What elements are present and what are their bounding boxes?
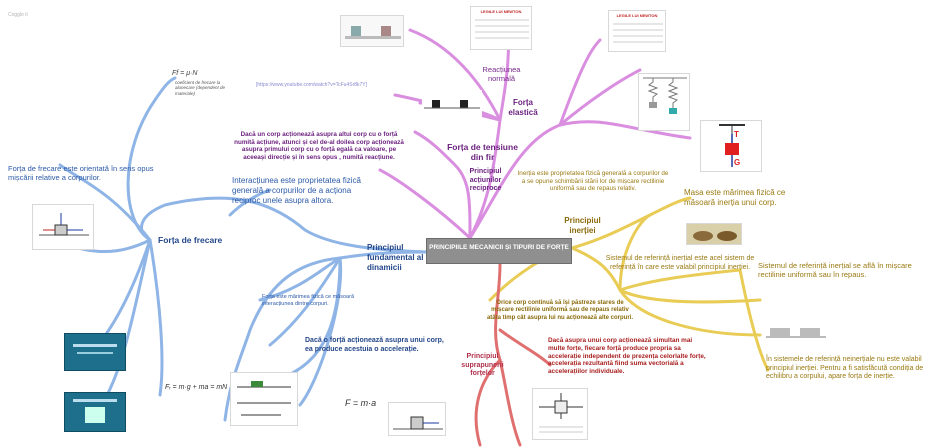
image-legile-sketch-icon (475, 19, 529, 39)
node-suprapunere[interactable]: Principiul suprapunerii forțelor (461, 353, 504, 378)
label-tension-t: T (734, 130, 739, 139)
image-legile-sketch-icon (613, 23, 663, 43)
image-forta-elastica[interactable] (638, 73, 690, 131)
image-forte-bloc[interactable] (388, 402, 446, 436)
block-on-surface-icon (424, 100, 480, 109)
node-principiul-inertiei[interactable]: Principiul inerției (564, 216, 601, 235)
force-superposition-icon (539, 393, 583, 433)
def-masa[interactable]: Masa este mărimea fizică ce măsoară iner… (684, 188, 786, 207)
image-legile-newton-2[interactable]: LEGILE LUI NEWTON (608, 10, 666, 52)
image-sistem-referinta[interactable] (766, 320, 826, 342)
node-forta-frecare[interactable]: Forța de frecare (158, 235, 223, 245)
node-principiul-fundamental[interactable]: Principiul fundamental al dinamicii (367, 243, 424, 272)
tension-diagram-icon (719, 124, 745, 167)
frecare-desc[interactable]: Forța de frecare este orientată în sens … (8, 164, 154, 183)
inertie-statement[interactable]: Orice corp continuă să își păstreze star… (486, 300, 634, 321)
image-frecare-diagram[interactable] (32, 204, 94, 250)
sr-neinertial[interactable]: În sistemele de referință neinerțiale nu… (766, 356, 924, 381)
coggle-tag[interactable]: Coggle it (8, 12, 28, 18)
node-reactiunea-normala[interactable]: Reacțiunea normală (482, 65, 521, 84)
image-fundamental-diagram[interactable] (230, 372, 298, 426)
legile-title-1: LEGILE LUI NEWTON (480, 9, 522, 14)
image-tensiune-fir[interactable]: T G (700, 120, 762, 172)
actiune-statement[interactable]: Dacă un corp acționează asupra altui cor… (234, 131, 404, 162)
sr-repaus[interactable]: Sistemul de referință inerțial se află î… (758, 261, 912, 280)
train-wagon-icon (766, 328, 826, 338)
image-masa-inertie[interactable] (686, 223, 742, 245)
node-actiuni-reciproce[interactable]: Principiul acțiunilor reciproce (469, 168, 502, 193)
formula-fr: Fᵣ = m·g + ma = mN (165, 384, 228, 391)
formula-f-ma: F = m·a (345, 398, 377, 408)
slide-thumbnail-1[interactable] (64, 333, 126, 371)
spring-icon (643, 77, 687, 114)
legile-title-2: LEGILE LUI NEWTON (616, 13, 658, 18)
image-suprapunere[interactable] (532, 388, 588, 440)
block-forces-icon (393, 416, 443, 430)
image-actiune-reactiune[interactable] (340, 15, 404, 47)
def-interactiune[interactable]: Interacțiunea este proprietatea fizică g… (232, 176, 361, 205)
image-legile-newton-1[interactable]: LEGILE LUI NEWTON (470, 6, 532, 50)
sr-inertial[interactable]: Sistemul de referință inerțial este acel… (605, 255, 755, 271)
def-forta[interactable]: Forța este mărimea fizică ce măsoară int… (262, 294, 355, 307)
friction-diagram-icon (39, 213, 89, 236)
youtube-link[interactable]: [https://www.youtube.com/watch?v=TcFu4Sr… (256, 82, 368, 88)
fundamental-statement[interactable]: Dacă o forță acționează asupra unui corp… (305, 337, 444, 353)
frecare-formula: Ff = μ·N (172, 70, 198, 77)
node-forta-tensiune[interactable]: Forța de tensiune din fir (447, 142, 518, 163)
image-reactiune-normala[interactable] (422, 90, 482, 118)
def-inertie[interactable]: Inerția este proprietatea fizică general… (517, 170, 669, 193)
label-gravity-g: G (734, 158, 741, 167)
vector-sum-icon (237, 381, 291, 416)
inertia-photo-icon (687, 224, 741, 244)
node-forta-elastica[interactable]: Forța elastică (508, 98, 538, 117)
slide-thumbnail-2[interactable] (64, 392, 126, 432)
suprapunere-statement[interactable]: Dacă asupra unui corp acționează simulta… (548, 337, 706, 376)
central-topic[interactable]: PRINCIPIILE MECANICII ȘI TIPURI DE FORȚE (426, 238, 572, 264)
frecare-formula-note: coeficient de frecare la alunecare (depe… (175, 80, 226, 96)
slide-icon (73, 399, 117, 423)
image-sketch-icon (345, 26, 401, 39)
slide-icon (73, 344, 117, 354)
